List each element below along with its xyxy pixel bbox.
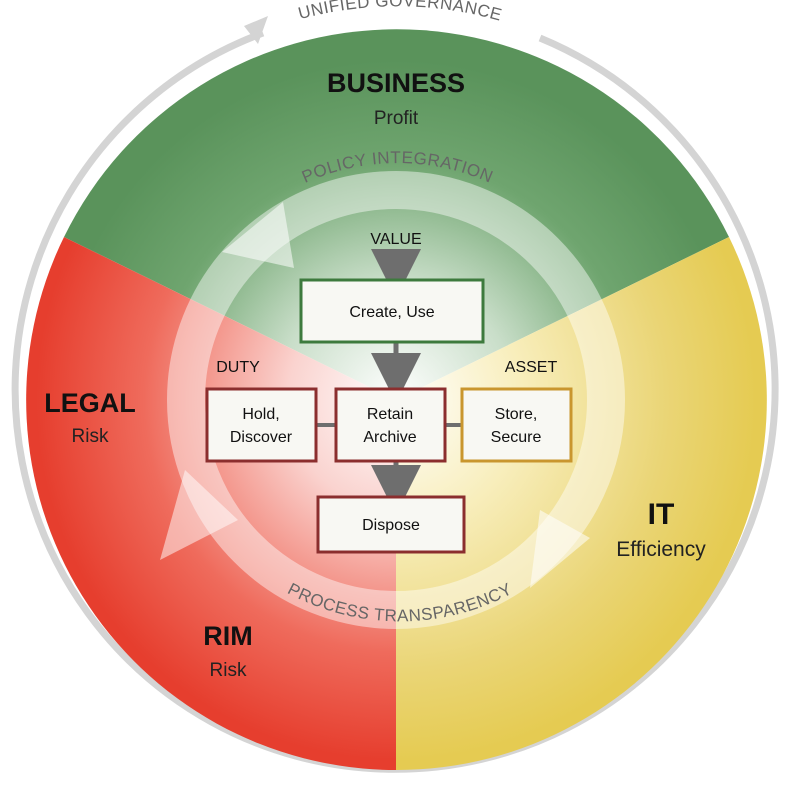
hold-discover-box: Hold, Discover (205, 387, 318, 463)
asset-label: ASSET (505, 359, 558, 376)
it-subtitle: Efficiency (616, 538, 706, 561)
store-secure-box: Store, Secure (460, 387, 573, 463)
create-use-text: Create, Use (349, 304, 434, 321)
rim-subtitle: Risk (210, 660, 247, 681)
outer-ring-arrowhead (244, 16, 268, 44)
inner-process-ring (167, 171, 625, 629)
unified-governance-label: UNIFIED GOVERNANCE (296, 0, 504, 25)
rim-title: RIM (203, 621, 253, 651)
retain-archive-box: Retain Archive (334, 387, 447, 463)
legal-title: LEGAL (44, 388, 136, 418)
dispose-box: Dispose (316, 495, 466, 554)
dispose-text: Dispose (362, 517, 420, 534)
hold-text: Hold, (242, 406, 279, 423)
business-title: BUSINESS (327, 68, 465, 98)
discover-text: Discover (230, 429, 293, 446)
retain-text: Retain (367, 406, 413, 423)
secure-text: Secure (491, 429, 542, 446)
inner-ring-arrow-upper-left (222, 202, 294, 268)
legal-subtitle: Risk (72, 426, 109, 447)
value-label: VALUE (370, 231, 421, 248)
duty-label: DUTY (216, 359, 260, 376)
business-segment (64, 29, 729, 401)
business-subtitle: Profit (374, 108, 419, 129)
create-use-box: Create, Use (299, 278, 485, 344)
inner-ring-arrow-lower-right (530, 510, 590, 588)
it-segment (396, 237, 767, 771)
store-text: Store, (495, 406, 538, 423)
archive-text: Archive (363, 429, 416, 446)
inner-ring-arrow-lower-left (160, 470, 238, 560)
it-title: IT (648, 498, 675, 531)
